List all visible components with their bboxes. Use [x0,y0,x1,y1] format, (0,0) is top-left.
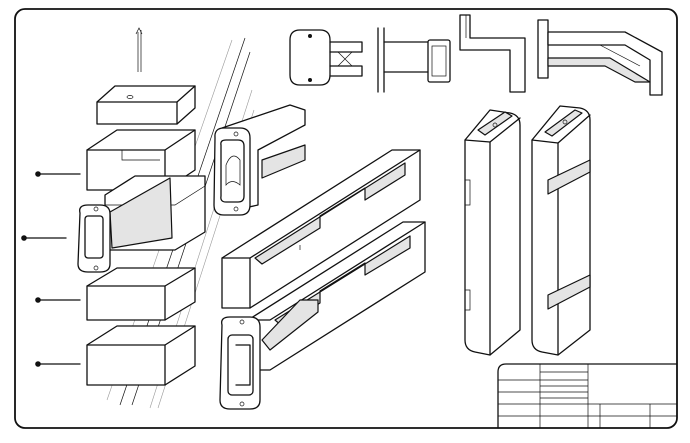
top-view-bracket [377,27,451,93]
top-dowel [135,27,143,72]
bracket-detail [213,104,306,216]
tall-block-left [464,109,521,356]
end-view-bracket [289,29,363,86]
screw-4 [35,361,81,367]
iso-view-bracket [537,19,663,96]
tall-block-right [531,105,591,356]
screw-2 [21,235,67,241]
sheet-border [14,8,678,429]
exploded-assembly-view [21,27,255,409]
title-block [497,363,678,429]
block-4 [86,325,196,386]
rail-upper [221,149,421,309]
block-3 [86,267,196,321]
block-1 [86,129,196,191]
screw-1 [35,171,81,177]
screw-3 [35,297,81,303]
top-cap-block [96,85,196,125]
rail-lower [219,221,426,410]
side-view-bracket [459,14,526,93]
block-2-with-bracket [77,175,206,273]
